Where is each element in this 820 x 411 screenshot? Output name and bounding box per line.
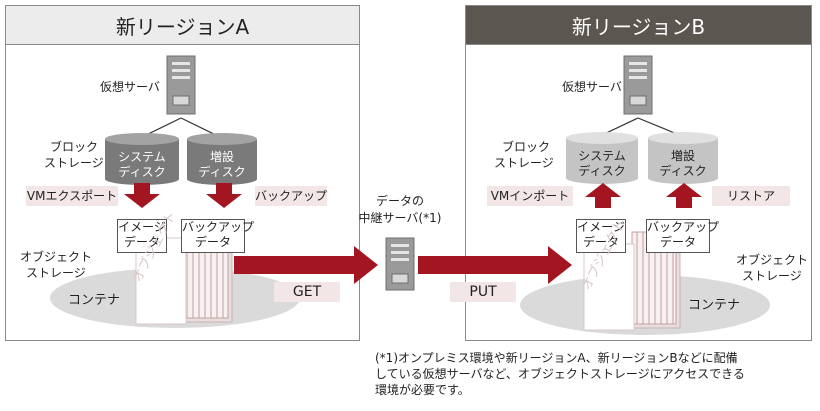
container-a-label: コンテナ (68, 293, 121, 308)
object-storage-b-label-1: オブジェクト (736, 253, 809, 267)
container-b-label: コンテナ (688, 298, 741, 313)
backup-data-a-line-2: データ (194, 235, 231, 249)
export-arrow-a (124, 183, 160, 208)
backup-data-b-box: バックアップ データ (646, 219, 720, 253)
object-storage-a-label-2: ストレージ (26, 266, 86, 280)
block-storage-a-label-2: ストレージ (44, 156, 104, 170)
relay-server-icon (385, 237, 415, 291)
server-b-label: 仮想サーバ (562, 80, 622, 94)
disk-system-a-label-2: ディスク (118, 165, 166, 179)
backup-label: バックアップ (255, 186, 327, 206)
server-b-icon (623, 55, 653, 115)
disk-extra-b-label-1: 増設 (670, 149, 695, 163)
disk-system-a-label-1: システム (118, 150, 166, 164)
image-data-a-box: イメージ データ (117, 219, 167, 253)
server-a-label: 仮想サーバ (100, 80, 160, 94)
disk-system-b-label-2: ディスク (578, 164, 626, 178)
backup-data-b-line-2: データ (659, 235, 696, 249)
disk-extra-a-shape (187, 133, 257, 185)
server-a-icon (166, 55, 196, 115)
restore-label: リストア (712, 186, 790, 206)
footnote-line-2: している仮想サーバなど、オブジェクトストレージにアクセスできる (375, 367, 745, 381)
vm-export-label: VMエクスポート (26, 186, 118, 206)
get-arrow (234, 246, 378, 284)
backup-data-a-line-1: バックアップ (182, 220, 255, 234)
object-storage-b-label-2: ストレージ (742, 269, 802, 283)
get-label: GET (274, 282, 340, 302)
footnote-line-3: 環境が必要です。 (375, 383, 470, 397)
vm-import-label: VMインポート (487, 186, 573, 206)
image-data-a-line-2: データ (123, 235, 160, 249)
relay-label-2: 中継サーバ(*1) (358, 211, 442, 225)
backup-data-b-line-1: バックアップ (647, 220, 720, 234)
image-data-b-line-1: イメージ (577, 220, 625, 234)
restore-arrow-b (666, 183, 702, 208)
disk-extra-b-label-2: ディスク (659, 164, 707, 178)
disk-extra-a-label-2: ディスク (198, 165, 246, 179)
relay-label-1: データの (375, 194, 424, 208)
image-data-b-box: イメージ データ (576, 219, 626, 253)
import-arrow-b (585, 183, 621, 208)
region-b-title: 新リージョンB (466, 6, 811, 45)
disk-system-b-label-1: システム (578, 149, 626, 163)
footnote-line-1: (*1)オンプレミス環境や新リージョンA、新リージョンBなどに配備 (375, 351, 738, 365)
block-storage-b-label-2: ストレージ (494, 156, 554, 170)
object-storage-a-label-1: オブジェクト (20, 250, 93, 264)
image-data-b-line-2: データ (582, 235, 619, 249)
image-data-a-line-1: イメージ (118, 220, 166, 234)
disk-extra-a-label-1: 増設 (209, 150, 234, 164)
block-storage-b-label-1: ブロック (502, 140, 551, 154)
put-label: PUT (450, 282, 516, 302)
block-storage-a-label-1: ブロック (50, 140, 99, 154)
disk-extra-b-shape (648, 132, 718, 184)
backup-arrow-a (206, 183, 242, 208)
object-stack-b (583, 231, 681, 331)
backup-data-a-box: バックアップ データ (181, 219, 255, 253)
region-a-title: 新リージョンA (6, 6, 359, 45)
disk-system-a-shape (105, 133, 179, 185)
put-arrow (418, 246, 572, 284)
disk-system-b-shape (566, 132, 638, 184)
